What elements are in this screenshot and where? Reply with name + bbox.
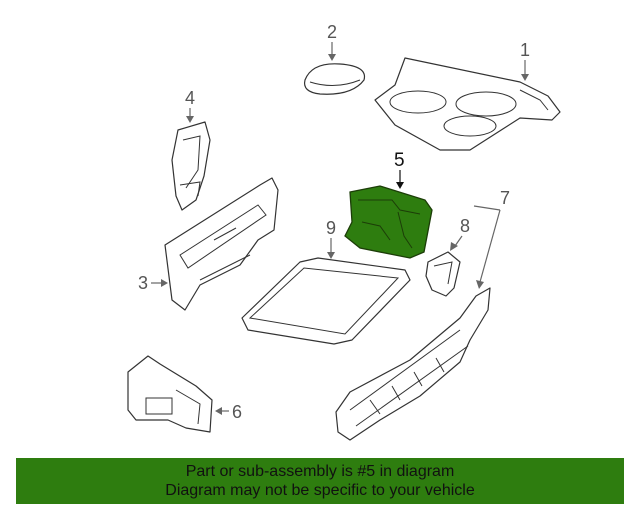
callout-4: 4 <box>185 88 195 108</box>
part-9-floor-mat[interactable] <box>241 257 411 345</box>
part-1-package-tray[interactable] <box>374 57 561 151</box>
callout-1: 1 <box>520 40 530 60</box>
part-7-rear-trim[interactable] <box>335 287 491 441</box>
banner-line-1: Part or sub-assembly is #5 in diagram <box>185 463 455 480</box>
part-8-bracket[interactable] <box>425 251 461 297</box>
part-5-compartment[interactable] <box>344 185 433 259</box>
callout-6: 6 <box>232 402 242 422</box>
callout-3: 3 <box>138 273 148 293</box>
info-banner: Part or sub-assembly is #5 in diagram Di… <box>16 458 624 504</box>
part-3-side-trim[interactable] <box>164 177 279 311</box>
callout-9: 9 <box>326 218 336 238</box>
callout-8: 8 <box>460 216 470 236</box>
part-4-bracket[interactable] <box>171 121 211 211</box>
banner-line-2: Diagram may not be specific to your vehi… <box>165 482 475 499</box>
callout-7: 7 <box>500 188 510 208</box>
part-2-speaker-cover[interactable] <box>303 63 366 95</box>
part-6-lower-panel[interactable] <box>127 355 213 433</box>
callout-5: 5 <box>394 150 405 171</box>
callout-2: 2 <box>327 22 337 42</box>
